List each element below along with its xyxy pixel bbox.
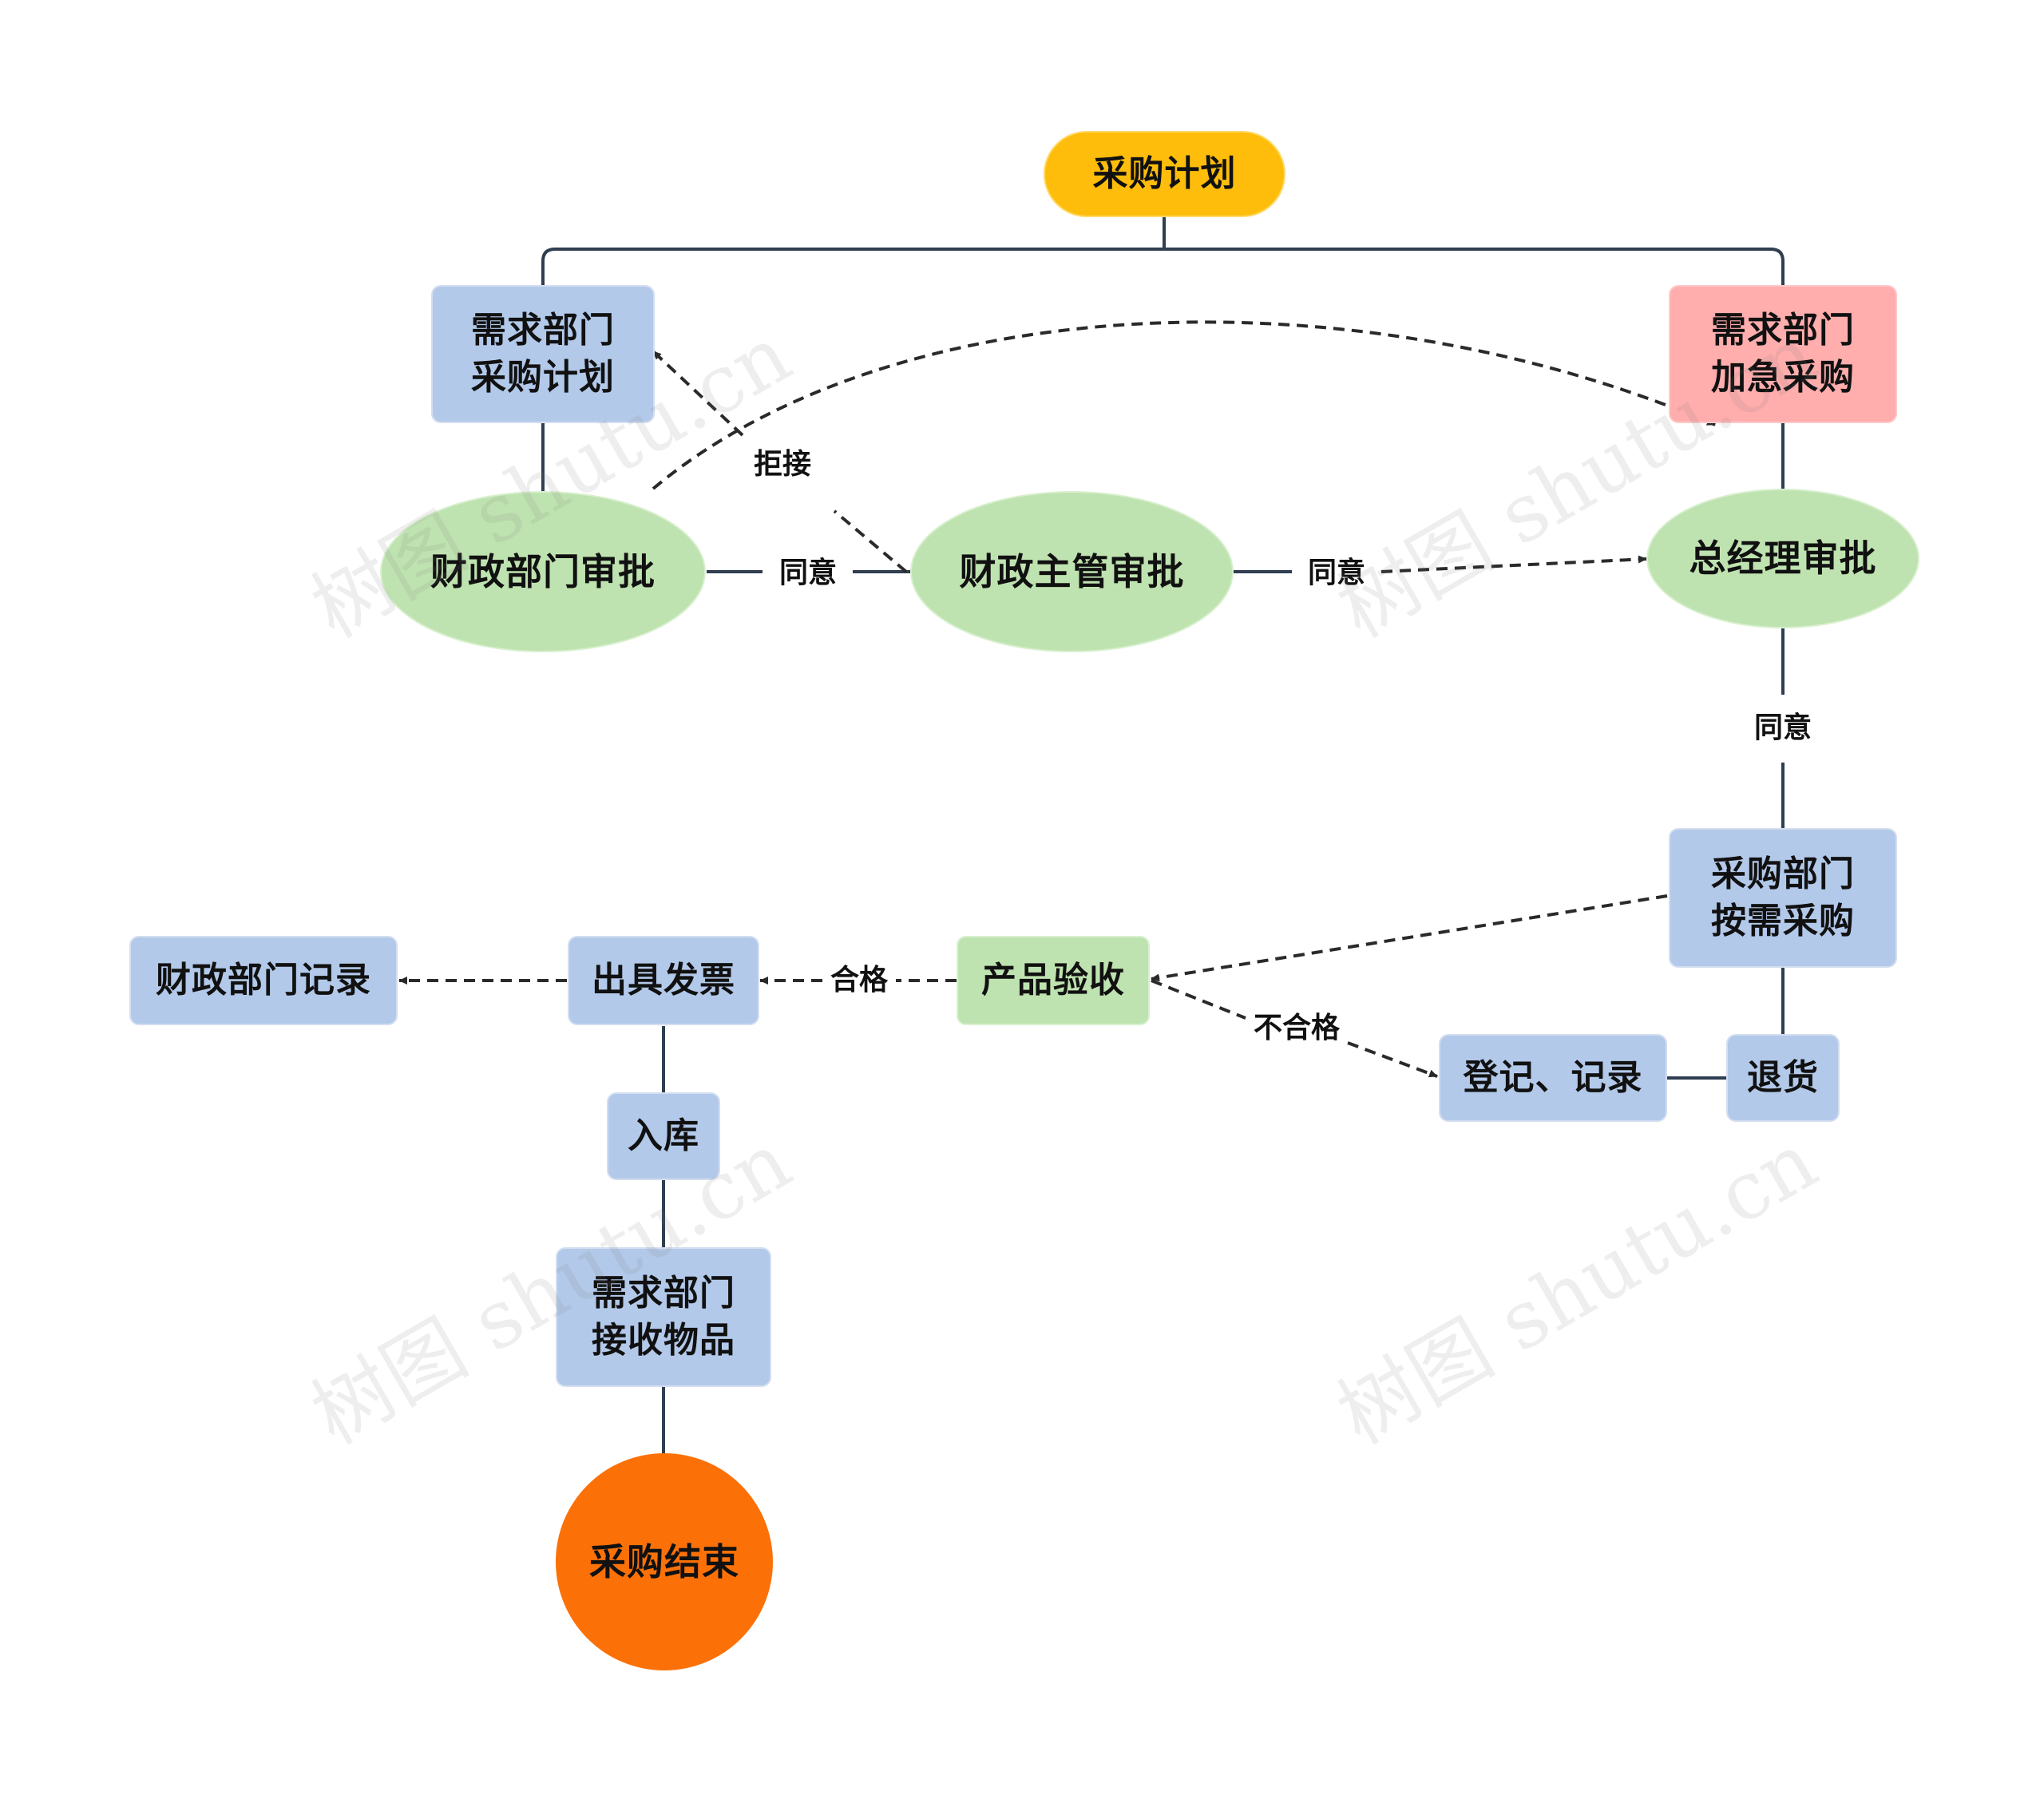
- edge-label-pass: 合格: [823, 963, 895, 998]
- edge-label-agree-1: 同意: [772, 556, 844, 591]
- edge-label-fail: 不合格: [1246, 1011, 1347, 1046]
- finance-approval-node-label: 财政部门审批: [430, 549, 656, 593]
- start-node-label: 采购计划: [1092, 153, 1237, 194]
- arrow-inspect-fail: [1151, 979, 1246, 1020]
- finance-approval-node[interactable]: 财政部门审批: [380, 491, 706, 652]
- finance-director-node-label: 财政主管审批: [959, 549, 1185, 593]
- arrow-fail-register: [1347, 1041, 1438, 1078]
- inspection-node[interactable]: 产品验收: [957, 936, 1150, 1025]
- arrow-procure-inspect: [1151, 894, 1668, 982]
- finance-record-node[interactable]: 财政部门记录: [129, 936, 398, 1025]
- arrow-finance-urgent: [652, 320, 1716, 490]
- register-node-label: 登记、记录: [1463, 1056, 1643, 1098]
- invoice-node-label: 出具发票: [592, 959, 735, 1001]
- finance-record-node-label: 财政部门记录: [156, 959, 371, 1001]
- urgent-purchase-node[interactable]: 需求部门 加急采购: [1669, 285, 1897, 423]
- return-node[interactable]: 退货: [1726, 1034, 1840, 1122]
- connector-top-bar: [541, 248, 1785, 285]
- procurement-node-label: 采购部门 按需采购: [1711, 854, 1855, 941]
- arrow-director-reject: [833, 509, 908, 573]
- procurement-node[interactable]: 采购部门 按需采购: [1669, 828, 1897, 968]
- storage-node[interactable]: 入库: [607, 1092, 720, 1180]
- register-node[interactable]: 登记、记录: [1439, 1034, 1667, 1122]
- gm-approval-node[interactable]: 总经理审批: [1646, 489, 1919, 628]
- edge-label-agree-3: 同意: [1747, 711, 1819, 746]
- end-node-label: 采购结束: [589, 1539, 739, 1583]
- urgent-purchase-node-label: 需求部门 加急采购: [1711, 310, 1855, 398]
- finance-director-node[interactable]: 财政主管审批: [910, 491, 1234, 652]
- receive-node[interactable]: 需求部门 接收物品: [556, 1247, 771, 1387]
- return-node-label: 退货: [1747, 1056, 1819, 1098]
- receive-node-label: 需求部门 接收物品: [592, 1273, 735, 1361]
- inspection-node-label: 产品验收: [981, 959, 1125, 1001]
- edge-label-reject: 拒接: [747, 447, 818, 482]
- arrow-reject-deptplan: [652, 350, 744, 437]
- dept-plan-node[interactable]: 需求部门 采购计划: [431, 285, 655, 423]
- dept-plan-node-label: 需求部门 采购计划: [471, 310, 615, 398]
- storage-node-label: 入库: [628, 1115, 699, 1156]
- end-node[interactable]: 采购结束: [556, 1453, 773, 1670]
- invoice-node[interactable]: 出具发票: [568, 936, 759, 1025]
- start-node[interactable]: 采购计划: [1044, 131, 1285, 217]
- gm-approval-node-label: 总经理审批: [1689, 537, 1877, 581]
- edge-label-agree-2: 同意: [1301, 556, 1373, 591]
- arrow-agree2-gm: [1380, 555, 1647, 573]
